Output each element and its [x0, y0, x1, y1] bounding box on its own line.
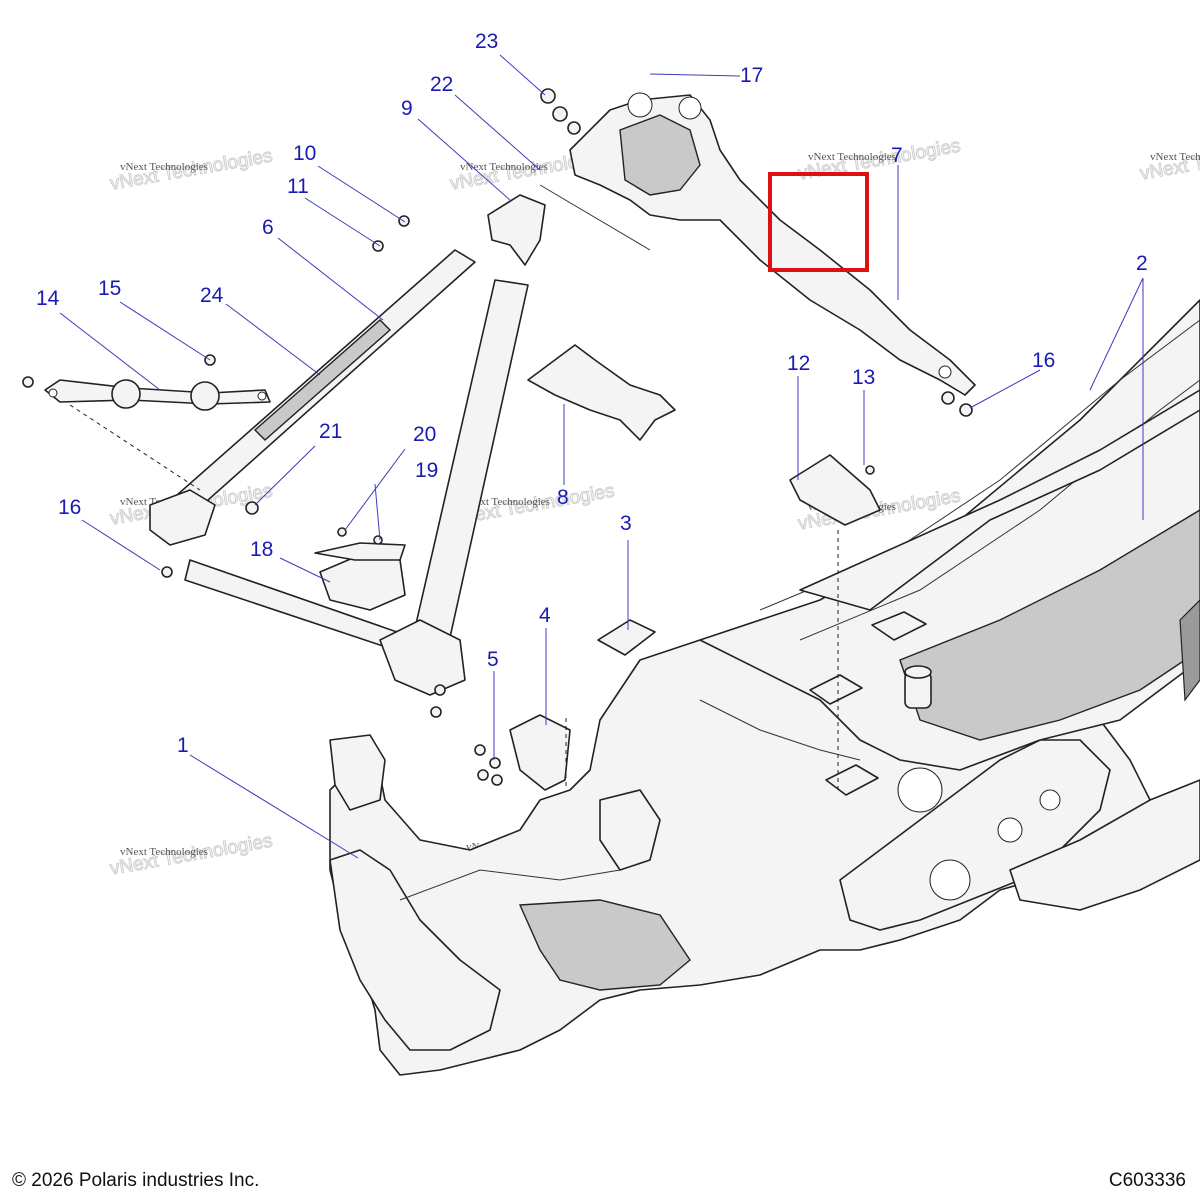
callout-21: 21 — [319, 420, 342, 443]
copyright-text: © 2026 Polaris industries Inc. — [12, 1170, 260, 1191]
front-support-tubes — [44, 249, 529, 696]
watermark-small: vNext Technologies — [1150, 151, 1200, 163]
callout-24: 24 — [200, 284, 224, 307]
callout-4: 4 — [539, 604, 551, 627]
bracket-8 — [527, 344, 676, 441]
bracket-12 — [789, 454, 881, 526]
highlight-box — [768, 172, 869, 272]
callout-20: 20 — [413, 423, 436, 446]
steering-column-support — [569, 92, 976, 396]
callout-6: 6 — [262, 216, 274, 239]
callout-9: 9 — [401, 97, 413, 120]
callout-13: 13 — [852, 366, 875, 389]
decal-pads — [597, 389, 1200, 796]
callout-8: 8 — [557, 486, 569, 509]
callout-10: 10 — [293, 142, 316, 165]
callout-5: 5 — [487, 648, 499, 671]
figure-code: C603336 — [1108, 1170, 1186, 1191]
callout-3: 3 — [620, 512, 632, 535]
callout-11: 11 — [287, 175, 309, 198]
reference-lines — [69, 404, 839, 790]
leader-lines — [59, 54, 1144, 859]
callout-16: 16 — [58, 496, 81, 519]
callout-14: 14 — [36, 287, 60, 310]
bracket-18 — [319, 554, 406, 611]
watermark-small: vNext Technologies — [460, 161, 548, 173]
callout-12: 12 — [787, 352, 810, 375]
brackets — [314, 88, 881, 791]
callout-23: 23 — [475, 30, 498, 53]
callout-1: 1 — [177, 734, 189, 757]
callout-2: 2 — [1136, 252, 1148, 275]
watermark-small: vNext Technologies — [808, 151, 896, 163]
watermark-small: vNext Technologies — [462, 496, 550, 508]
callout-labels: 1 2 3 4 5 6 7 8 9 10 11 12 13 14 15 16 1… — [36, 30, 1148, 757]
callout-15: 15 — [98, 277, 121, 300]
callout-22: 22 — [430, 73, 453, 96]
watermark-small: vNext Technologies — [120, 846, 208, 858]
bracket-4 — [509, 714, 571, 791]
callout-16: 16 — [1032, 349, 1055, 372]
callout-7: 7 — [891, 144, 903, 167]
callout-18: 18 — [250, 538, 273, 561]
callout-19: 19 — [415, 459, 438, 482]
bracket-9 — [487, 194, 546, 266]
watermark-small: vNext Technologies — [120, 161, 208, 173]
callout-17: 17 — [740, 64, 763, 87]
